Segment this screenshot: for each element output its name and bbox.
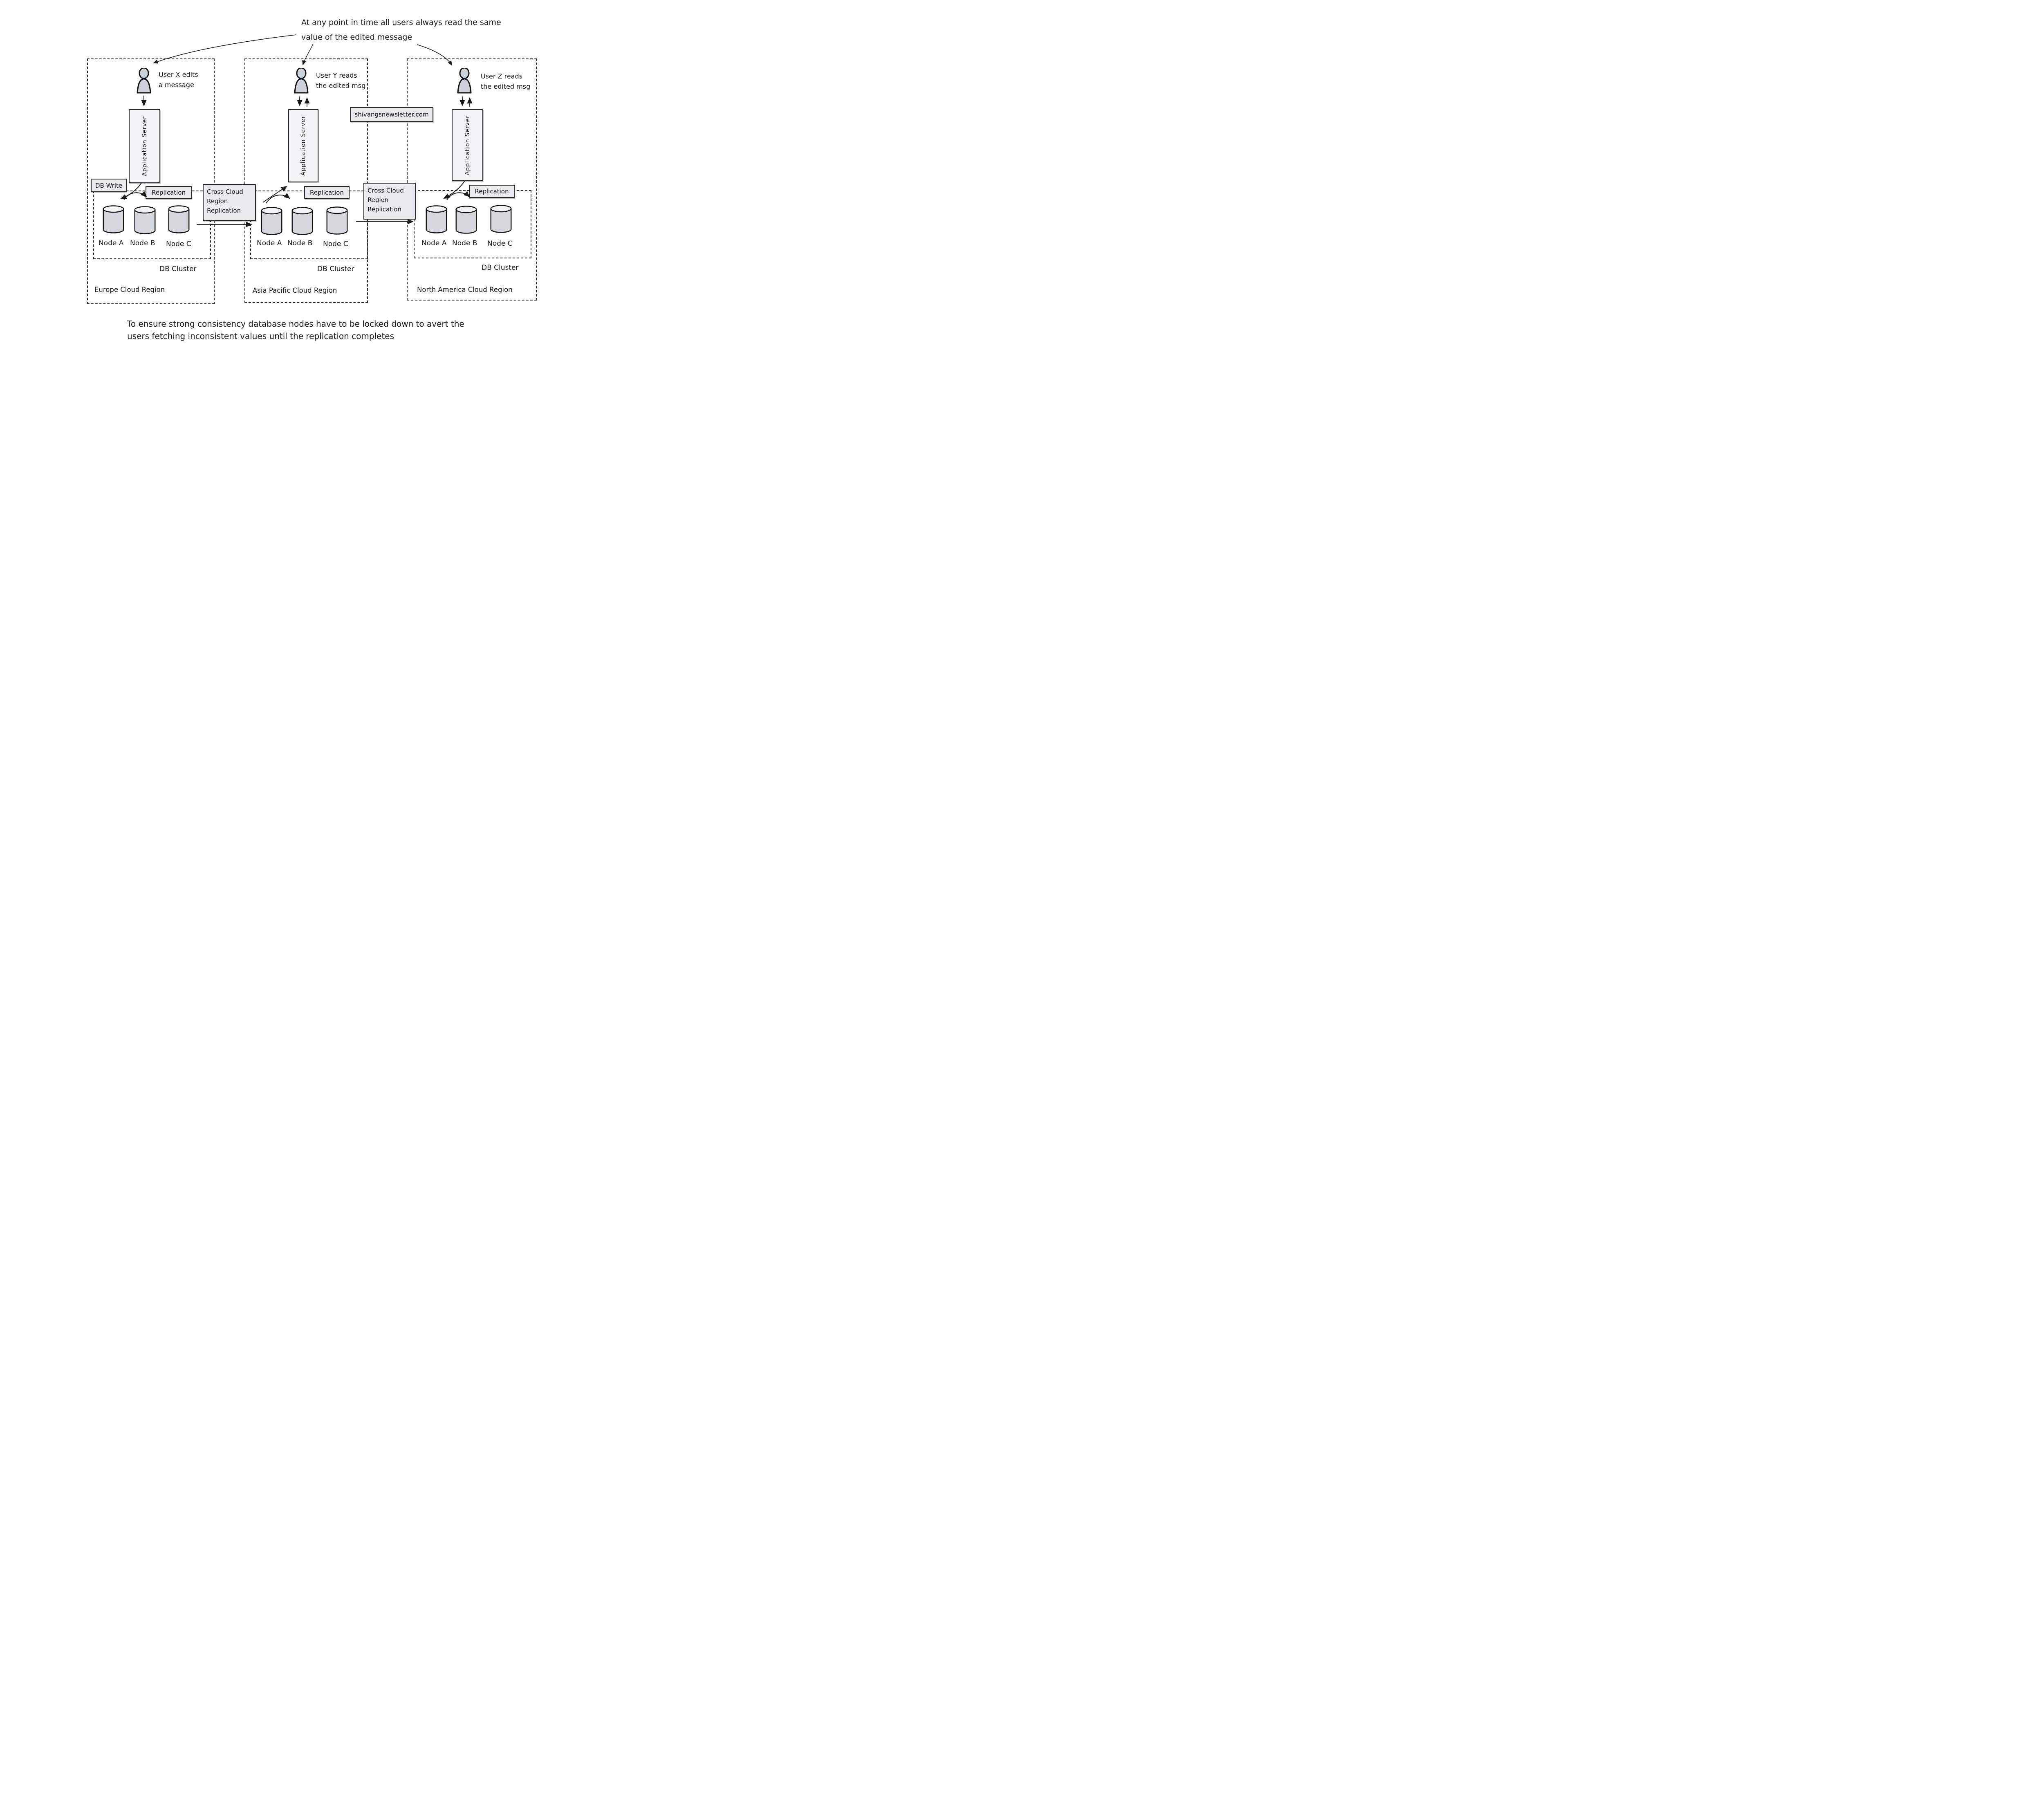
node-label: Node A xyxy=(421,239,447,247)
cross-cloud-line1: Cross Cloud xyxy=(368,187,404,194)
node-label: Node B xyxy=(452,239,477,247)
cross-cloud-line1: Cross Cloud xyxy=(207,188,243,195)
cross-cloud-line2: Region xyxy=(207,197,228,205)
node-label: Node B xyxy=(130,239,155,247)
annotation-line1: At any point in time all users always re… xyxy=(301,18,501,27)
cross-cloud-line3: Replication xyxy=(207,207,241,214)
user-icon xyxy=(457,68,472,94)
db-node-cylinder xyxy=(326,206,348,235)
db-cluster-label-asia-pacific: DB Cluster xyxy=(317,265,354,273)
application-server-label: Application Server xyxy=(300,116,307,176)
db-cluster-label-europe: DB Cluster xyxy=(159,265,197,273)
caption-line1: To ensure strong consistency database no… xyxy=(127,319,464,329)
application-server-box-asia-pacific: Application Server xyxy=(288,109,318,182)
db-node-cylinder xyxy=(291,207,313,235)
node-label: Node A xyxy=(99,239,124,247)
db-node-cylinder xyxy=(490,205,512,233)
user-z-label: User Z reads the edited msg xyxy=(481,71,530,92)
application-server-label: Application Server xyxy=(141,116,148,176)
user-y-line1: User Y reads xyxy=(316,72,357,79)
cross-cloud-replication-box-2: Cross Cloud Region Replication xyxy=(363,183,416,220)
region-label-north-america: North America Cloud Region xyxy=(417,286,513,294)
node-label: Node B xyxy=(287,239,313,247)
application-server-label: Application Server xyxy=(464,115,471,175)
application-server-box-europe: Application Server xyxy=(129,109,160,183)
db-node-cylinder xyxy=(455,206,477,234)
db-node-cylinder xyxy=(426,205,447,233)
db-node-cylinder xyxy=(261,207,282,235)
replication-label-europe: Replication xyxy=(146,186,192,199)
user-x-line2: a message xyxy=(159,81,194,89)
user-y-line2: the edited msg xyxy=(316,82,366,90)
region-label-europe: Europe Cloud Region xyxy=(94,286,165,294)
db-write-label: DB Write xyxy=(91,179,127,192)
cross-cloud-replication-box-1: Cross Cloud Region Replication xyxy=(203,184,256,221)
user-icon xyxy=(137,68,151,94)
diagram-canvas: At any point in time all users always re… xyxy=(0,0,632,360)
cross-cloud-line3: Replication xyxy=(368,206,402,213)
caption-line2: users fetching inconsistent values until… xyxy=(127,331,394,341)
region-box-north-america xyxy=(407,58,537,301)
user-x-label: User X edits a message xyxy=(159,70,198,90)
replication-label-north-america: Replication xyxy=(469,185,515,198)
db-cluster-label-north-america: DB Cluster xyxy=(482,264,519,272)
db-node-cylinder xyxy=(168,205,190,233)
user-z-line2: the edited msg xyxy=(481,83,531,90)
node-label: Node C xyxy=(166,240,191,248)
db-node-cylinder xyxy=(134,206,156,234)
region-label-asia-pacific: Asia Pacific Cloud Region xyxy=(253,287,337,294)
user-z-line1: User Z reads xyxy=(481,72,522,80)
db-node-cylinder xyxy=(103,205,124,233)
watermark-box: shivangsnewsletter.com xyxy=(350,107,433,122)
node-label: Node C xyxy=(487,240,513,248)
node-label: Node C xyxy=(323,240,348,248)
node-label: Node A xyxy=(257,239,282,247)
replication-label-asia-pacific: Replication xyxy=(304,186,350,199)
application-server-box-north-america: Application Server xyxy=(452,109,483,181)
cross-cloud-line2: Region xyxy=(368,196,389,204)
annotation-line2: value of the edited message xyxy=(301,33,412,42)
user-y-label: User Y reads the edited msg xyxy=(316,70,365,91)
user-icon xyxy=(294,68,309,94)
user-x-line1: User X edits xyxy=(159,71,198,78)
region-box-europe xyxy=(87,58,215,304)
